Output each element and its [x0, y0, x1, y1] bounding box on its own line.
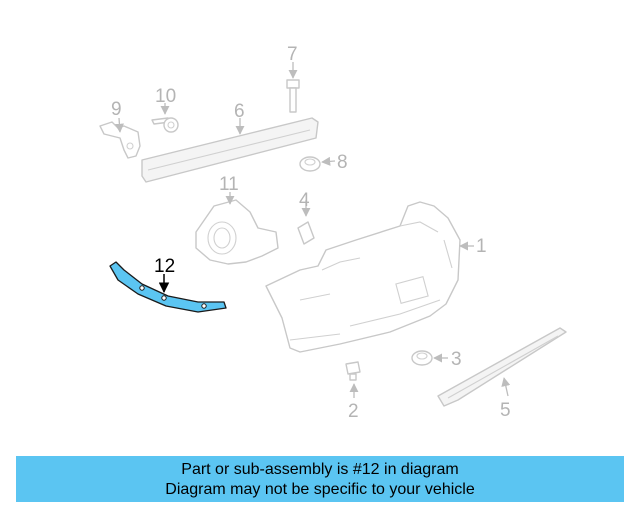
part-12-retainer-strip [109, 261, 227, 313]
banner-line-1: Part or sub-assembly is #12 in diagram [181, 461, 459, 478]
callout-12: 12 [154, 256, 175, 277]
callout-9: 9 [111, 99, 122, 120]
callout-6: 6 [234, 101, 245, 122]
callout-1: 1 [476, 236, 487, 257]
part-10-bolt [151, 103, 179, 133]
part-4-clip [297, 200, 315, 245]
part-1-bumper-cover [265, 201, 474, 353]
callout-10: 10 [155, 86, 176, 107]
banner-line-2: Diagram may not be specific to your vehi… [165, 481, 475, 498]
info-banner: Part or sub-assembly is #12 in diagram D… [16, 456, 624, 502]
callout-3: 3 [451, 349, 462, 370]
callout-4: 4 [299, 190, 310, 211]
callout-2: 2 [348, 401, 359, 422]
part-5-molding [437, 327, 567, 407]
callout-8: 8 [337, 152, 348, 173]
callout-11: 11 [219, 174, 239, 195]
part-2-bolt [345, 361, 361, 398]
callout-7: 7 [287, 44, 298, 65]
part-8-clip [299, 156, 336, 172]
callout-5: 5 [500, 400, 511, 421]
part-6-reinforcement [141, 117, 319, 183]
part-11-bracket [195, 192, 279, 265]
part-7-bolt [286, 62, 300, 113]
part-9-bracket [99, 117, 141, 159]
part-3-clip [411, 350, 448, 366]
